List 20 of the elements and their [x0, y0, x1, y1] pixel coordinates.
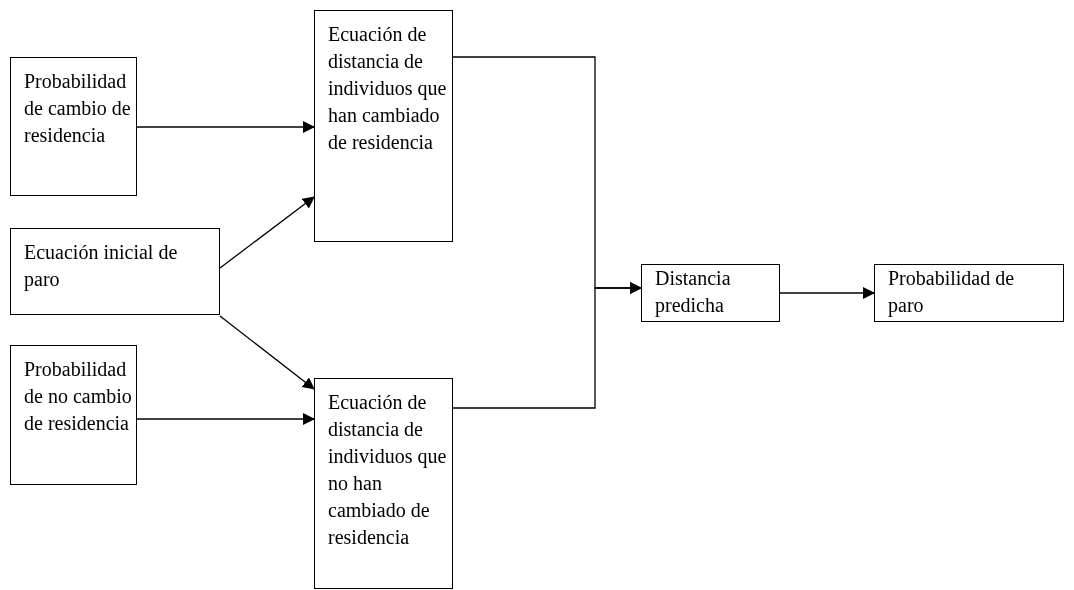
box-text: Probabilidad de no cambio de residencia: [24, 357, 133, 436]
arrow: [219, 315, 315, 390]
process-box: [874, 264, 1064, 322]
process-box: [10, 57, 137, 196]
box-text: Ecuación de distancia de individuos que han cambiado de residencia: [328, 22, 448, 155]
process-box: [10, 228, 220, 315]
box-text: Distancia predicha: [655, 266, 732, 319]
arrow: [219, 196, 315, 269]
arrow: [779, 287, 875, 299]
arrow: [452, 282, 642, 409]
box-text: Probabilidad de cambio de residencia: [24, 69, 132, 148]
box-text: Probabilidad de paro: [888, 266, 1016, 319]
arrow: [136, 413, 315, 425]
box-text: Ecuación de distancia de individuos que no han cambiado de residencia: [328, 390, 448, 550]
process-box: [641, 264, 780, 322]
process-box: [314, 10, 453, 242]
process-box: [10, 345, 137, 485]
arrow: [136, 121, 315, 133]
process-box: [314, 378, 453, 589]
box-text: Ecuación inicial de paro: [24, 240, 179, 293]
